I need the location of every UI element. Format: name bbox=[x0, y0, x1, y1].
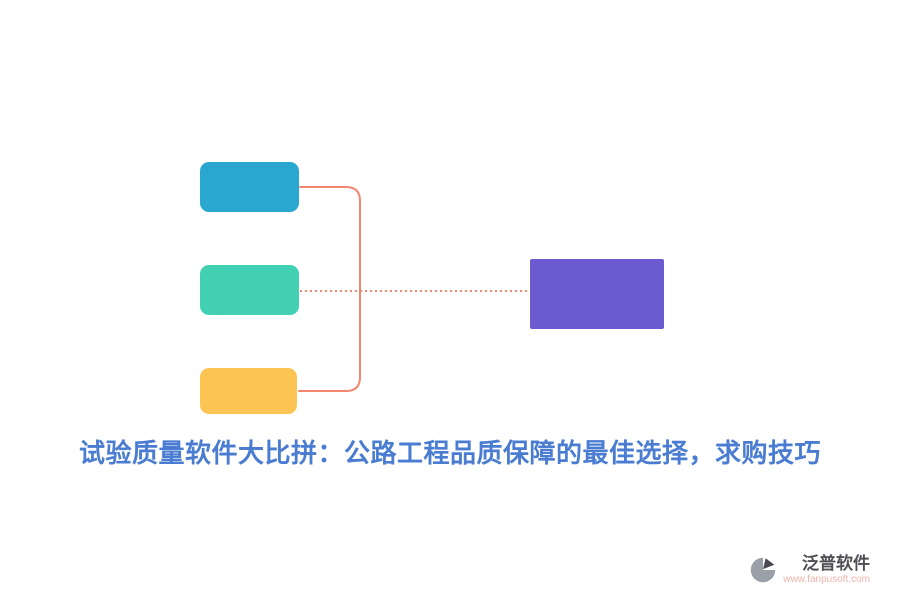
brand-url: www.fanpusoft.com bbox=[783, 574, 870, 585]
brand-text-block: 泛普软件 www.fanpusoft.com bbox=[783, 554, 870, 586]
fanpu-logo-pie bbox=[751, 557, 776, 583]
caption-title: 试验质量软件大比拼：公路工程品质保障的最佳选择，求购技巧 bbox=[78, 438, 821, 468]
fanpu-logo-wedge bbox=[763, 558, 775, 570]
node-middle-box bbox=[200, 265, 299, 315]
node-top-box bbox=[200, 162, 299, 212]
fanpu-logo-icon bbox=[751, 557, 776, 583]
bracket-connector bbox=[298, 186, 361, 392]
brand-name: 泛普软件 bbox=[802, 554, 870, 574]
brand-footer: 泛普软件 www.fanpusoft.com bbox=[749, 554, 870, 586]
node-right-box bbox=[530, 259, 664, 329]
node-bottom-box bbox=[200, 368, 297, 414]
